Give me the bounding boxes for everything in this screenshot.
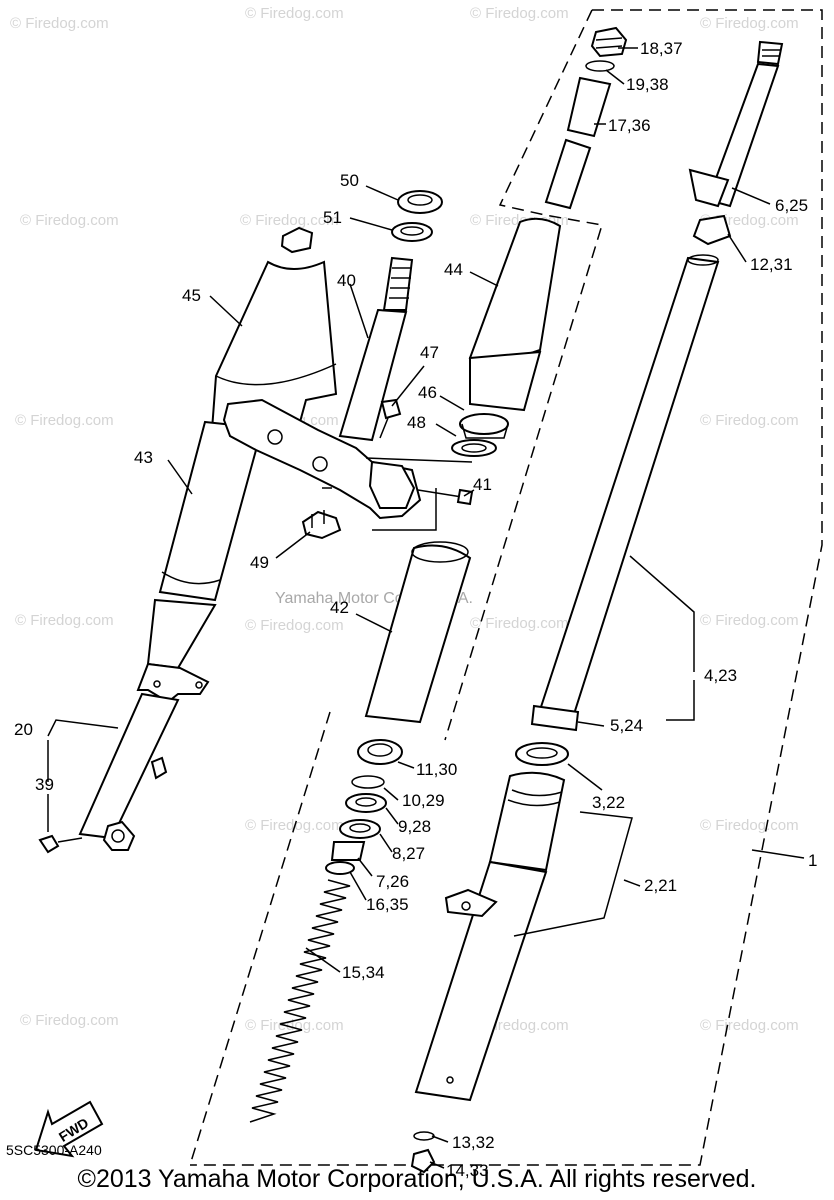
watermark: © Firedog.com xyxy=(240,212,339,229)
callout-label: 18,37 xyxy=(640,39,683,58)
callout-label: 40 xyxy=(337,271,356,290)
callout-label: 1 xyxy=(808,851,817,870)
callout-label: 15,34 xyxy=(342,963,385,982)
callout-label: 7,26 xyxy=(376,872,409,891)
callout-label: 17,36 xyxy=(608,116,651,135)
damper-group-outline xyxy=(444,9,603,741)
watermark: © Firedog.com xyxy=(245,1017,344,1034)
callout-label: 11,30 xyxy=(416,760,457,779)
callout-label: 4,23 xyxy=(704,666,737,685)
watermark: © Firedog.com xyxy=(470,5,569,22)
callout-label: 44 xyxy=(444,260,463,279)
watermark: © Firedog.com xyxy=(10,15,109,32)
group-outlines xyxy=(189,9,823,1166)
callout-label: 43 xyxy=(134,448,153,467)
watermark: © Firedog.com xyxy=(470,615,569,632)
outer-assembly-outline xyxy=(190,9,823,1166)
watermark: © Firedog.com xyxy=(245,5,344,22)
callout-label: 49 xyxy=(250,553,269,572)
callout-label: 45 xyxy=(182,286,201,305)
callout-label: 5,24 xyxy=(610,716,643,735)
callout-label: 51 xyxy=(323,208,342,227)
callout-label: 14,33 xyxy=(446,1161,489,1180)
callout-label: 9,28 xyxy=(398,817,431,836)
callout-label: 12,31 xyxy=(750,255,793,274)
callout-label: 48 xyxy=(407,413,426,432)
spring-group-outline xyxy=(189,711,331,1166)
callout-label: 19,38 xyxy=(626,75,669,94)
watermark-layer: © Firedog.com © Firedog.com © Firedog.co… xyxy=(10,5,799,1034)
callout-label: 16,35 xyxy=(366,895,409,914)
watermark: © Firedog.com xyxy=(20,212,119,229)
fork-assembly-drawing xyxy=(38,226,474,854)
tube-parts-drawing xyxy=(410,40,784,1174)
callout-label: 41 xyxy=(473,475,492,494)
watermark: © Firedog.com xyxy=(700,15,799,32)
watermark: © Firedog.com xyxy=(700,412,799,429)
damper-parts-drawing xyxy=(249,26,628,1123)
watermark: © Firedog.com xyxy=(245,617,344,634)
callout-label: 2,21 xyxy=(644,876,677,895)
fwd-arrow: FWD xyxy=(34,1100,104,1158)
callout-label: 20 xyxy=(14,720,33,739)
watermark: © Firedog.com xyxy=(15,612,114,629)
copyright-notice: ©2013 Yamaha Motor Corporation, U.S.A. A… xyxy=(77,1165,757,1193)
callout-label: 13,32 xyxy=(452,1133,495,1152)
callout-label: 42 xyxy=(330,598,349,617)
watermark: © Firedog.com xyxy=(15,412,114,429)
callout-label: 47 xyxy=(420,343,439,362)
callout-label: 46 xyxy=(418,383,437,402)
watermark: © Firedog.com xyxy=(20,1012,119,1029)
watermark: © Firedog.com xyxy=(700,612,799,629)
callout-labels: 18,37 19,38 17,36 6,25 12,31 50 51 44 45… xyxy=(14,39,817,1180)
leader-lines xyxy=(47,47,805,1169)
callout-label: 3,22 xyxy=(592,793,625,812)
callout-label: 10,29 xyxy=(402,791,445,810)
callout-label: 8,27 xyxy=(392,844,425,863)
watermark: © Firedog.com xyxy=(700,817,799,834)
callout-label: 50 xyxy=(340,171,359,190)
callout-label: 6,25 xyxy=(775,196,808,215)
callout-label: 39 xyxy=(35,775,54,794)
diagram-code: 5SC5300-A240 xyxy=(6,1142,102,1158)
watermark: © Firedog.com xyxy=(700,1017,799,1034)
